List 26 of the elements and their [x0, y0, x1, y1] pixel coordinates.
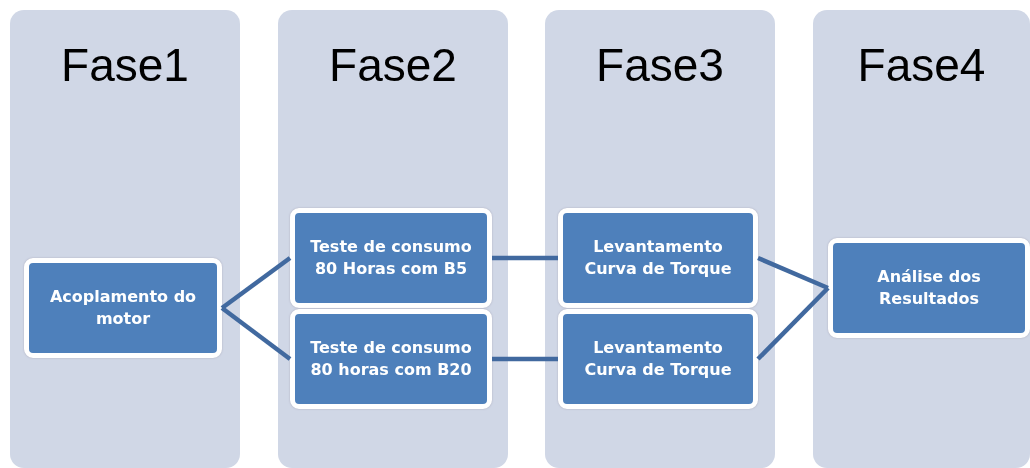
connector-line [756, 286, 830, 361]
step-label: Levantamento Curva de Torque [583, 236, 733, 280]
process-box [558, 309, 758, 409]
process-box [558, 208, 758, 308]
process-box [828, 238, 1030, 338]
step-label: Acoplamento do motor [48, 286, 198, 330]
connector-line [757, 255, 829, 291]
connector-line [220, 306, 292, 361]
step-label: Teste de consumo 80 Horas com B5 [309, 236, 473, 280]
process-box [24, 258, 222, 358]
phase-column [545, 10, 775, 468]
step-label: Teste de consumo 80 horas com B20 [309, 337, 473, 381]
connector-line [492, 356, 558, 362]
phase-heading: Fase3 [595, 38, 725, 92]
step-label: Levantamento Curva de Torque [583, 337, 733, 381]
process-box [290, 208, 492, 308]
phase-heading: Fase4 [856, 38, 987, 92]
step-label: Análise dos Resultados [876, 266, 982, 310]
phase-heading: Fase1 [60, 38, 190, 92]
phase-column [278, 10, 508, 468]
phase-heading: Fase2 [328, 38, 458, 92]
connector-line [220, 256, 292, 310]
connector-line [492, 255, 558, 261]
process-box [290, 309, 492, 409]
phase-column [813, 10, 1030, 468]
phase-column [10, 10, 240, 468]
